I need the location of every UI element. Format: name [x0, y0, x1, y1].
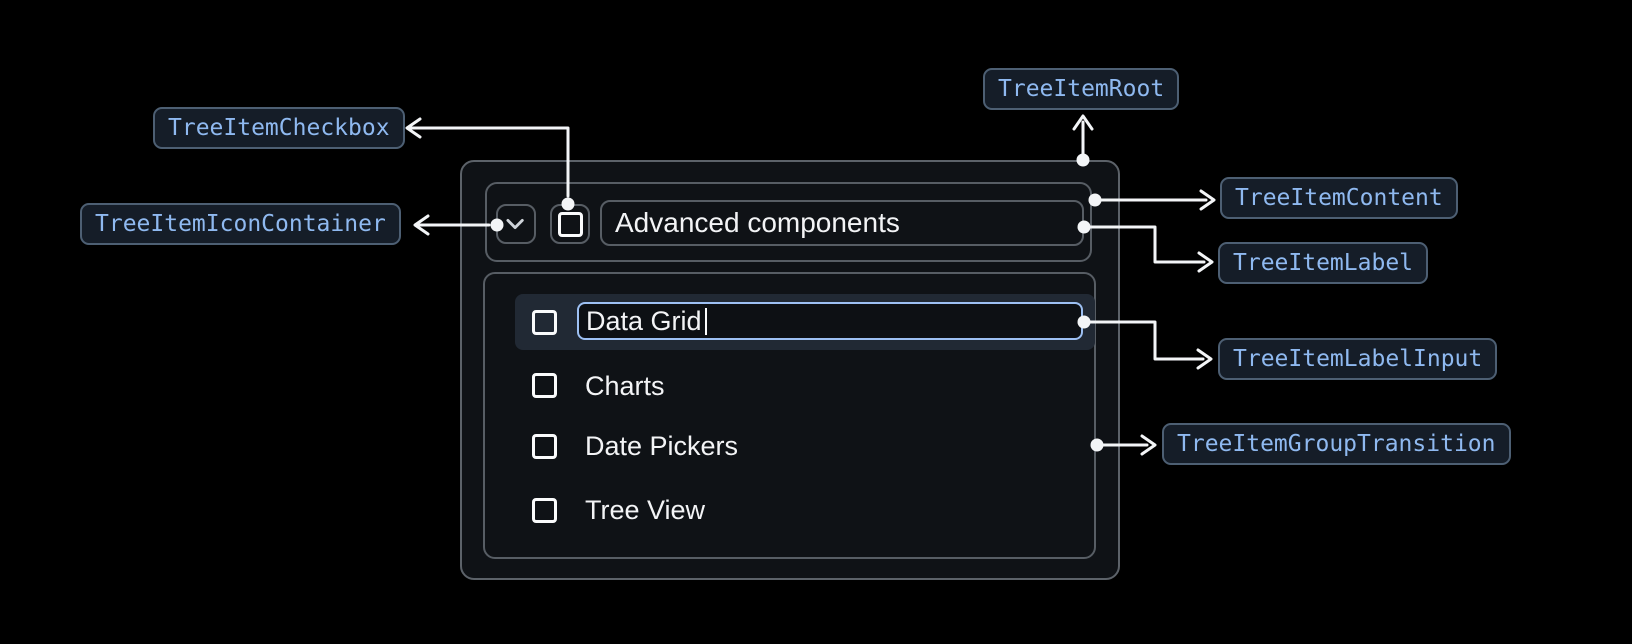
checkbox-charts[interactable]: [532, 373, 557, 398]
arrowhead-left: [405, 117, 422, 139]
badge-tree-item-checkbox: TreeItemCheckbox: [153, 107, 405, 149]
tree-item-label-box: Advanced components: [600, 200, 1084, 246]
text-caret: [704, 307, 707, 335]
parent-label: Advanced components: [615, 207, 900, 238]
tree-row-label[interactable]: Tree View: [585, 495, 706, 525]
tree-item-content-box: [485, 182, 1092, 262]
badge-tree-item-root: TreeItemRoot: [983, 68, 1180, 110]
arrowhead-right: [1140, 434, 1157, 456]
checkbox-data-grid[interactable]: [532, 310, 557, 335]
checkbox-date-pickers[interactable]: [532, 434, 557, 459]
tree-item-label-input[interactable]: Data Grid: [577, 302, 1083, 340]
arrowhead-left: [413, 214, 430, 236]
tree-row-label[interactable]: Charts: [585, 371, 665, 401]
badge-tree-item-label: TreeItemLabel: [1218, 242, 1429, 284]
checkbox-tree-view[interactable]: [532, 498, 557, 523]
tree-item-group-box: [483, 272, 1096, 559]
tree-item-root-box: [460, 160, 1120, 580]
badge-tree-item-icon-container: TreeItemIconContainer: [80, 203, 401, 245]
arrowhead-right: [1199, 189, 1216, 211]
badge-tree-item-group-transition: TreeItemGroupTransition: [1162, 423, 1511, 465]
arrowhead-right: [1197, 251, 1214, 273]
label-input-value: Data Grid: [586, 305, 702, 336]
chevron-down-icon: [506, 218, 524, 230]
parent-checkbox[interactable]: [557, 211, 583, 237]
arrowhead-up: [1072, 114, 1094, 131]
tree-item-icon-container[interactable]: [496, 204, 536, 244]
arrowhead-right: [1196, 348, 1213, 370]
badge-tree-item-label-input: TreeItemLabelInput: [1218, 338, 1498, 380]
badge-tree-item-content: TreeItemContent: [1220, 177, 1458, 219]
tree-row-label[interactable]: Date Pickers: [585, 431, 739, 461]
tree-item-checkbox-container: [550, 204, 590, 244]
